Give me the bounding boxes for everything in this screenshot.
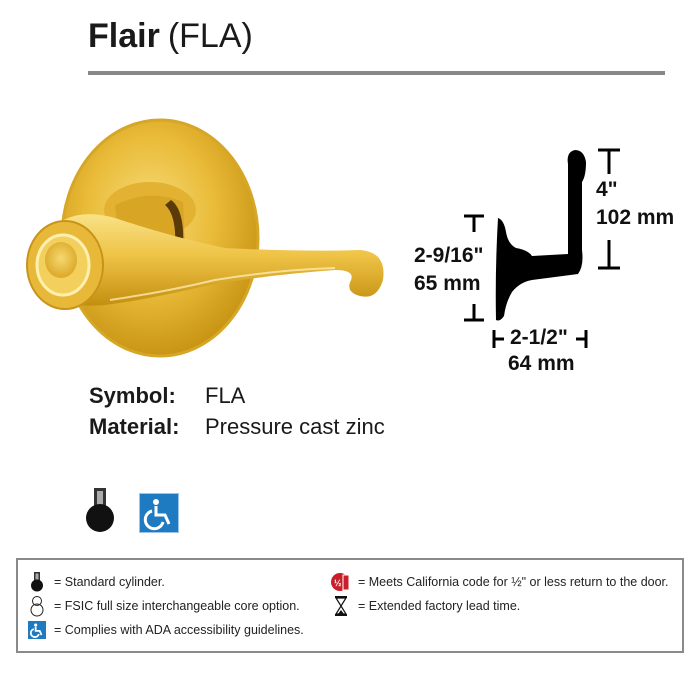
specifications: Symbol: FLA Material: Pressure cast zinc: [89, 380, 385, 442]
material-value: Pressure cast zinc: [205, 414, 385, 439]
legend-item: = Standard cylinder.: [26, 570, 304, 594]
svg-text:½: ½: [334, 578, 342, 588]
legend-item: = Extended factory lead time.: [330, 594, 669, 618]
lever-handle-illustration: [26, 118, 384, 358]
rose-diameter-mm: 65 mm: [414, 272, 481, 295]
page-title: Flair(FLA): [88, 14, 253, 58]
legend-box: = Standard cylinder. = FSIC full size in…: [16, 558, 684, 653]
lever-length-in: 4": [596, 178, 618, 201]
dimension-diagram: 4" 102 mm 2-9/16" 65 mm 2-1/2" 64 mm: [400, 140, 690, 380]
product-code: (FLA): [167, 17, 253, 55]
legend-text: = Standard cylinder.: [54, 575, 165, 589]
lever-profile-silhouette: [464, 148, 620, 348]
title-divider: [88, 71, 665, 75]
legend-text: = Extended factory lead time.: [358, 599, 521, 613]
spec-symbol: Symbol: FLA: [89, 380, 385, 411]
feature-badges: [85, 487, 179, 538]
spec-material: Material: Pressure cast zinc: [89, 411, 385, 442]
legend-column-left: = Standard cylinder. = FSIC full size in…: [26, 570, 304, 642]
material-label: Material:: [89, 414, 180, 439]
legend-text: = Complies with ADA accessibility guidel…: [54, 623, 304, 637]
standard-cylinder-icon: [26, 571, 48, 593]
lever-length-mm: 102 mm: [596, 206, 675, 229]
legend-item: = FSIC full size interchangeable core op…: [26, 594, 304, 618]
symbol-label: Symbol:: [89, 383, 176, 408]
rose-diameter-in: 2-9/16": [414, 244, 484, 267]
hourglass-icon: [330, 595, 352, 617]
ada-accessibility-icon: [139, 493, 179, 538]
product-name: Flair: [88, 17, 160, 55]
symbol-value: FLA: [205, 383, 246, 408]
legend-column-right: ½ = Meets California code for ½" or less…: [330, 570, 669, 618]
california-code-icon: ½: [330, 571, 352, 593]
legend-text: = Meets California code for ½" or less r…: [358, 575, 669, 589]
legend-text: = FSIC full size interchangeable core op…: [54, 599, 300, 613]
fsic-core-icon: [26, 595, 48, 617]
legend-item: ½ = Meets California code for ½" or less…: [330, 570, 669, 594]
projection-mm: 64 mm: [508, 352, 575, 375]
standard-cylinder-icon: [85, 487, 117, 538]
legend-item: = Complies with ADA accessibility guidel…: [26, 618, 304, 642]
projection-in: 2-1/2": [510, 326, 568, 349]
ada-accessibility-icon: [26, 619, 48, 641]
product-image: [15, 110, 395, 360]
